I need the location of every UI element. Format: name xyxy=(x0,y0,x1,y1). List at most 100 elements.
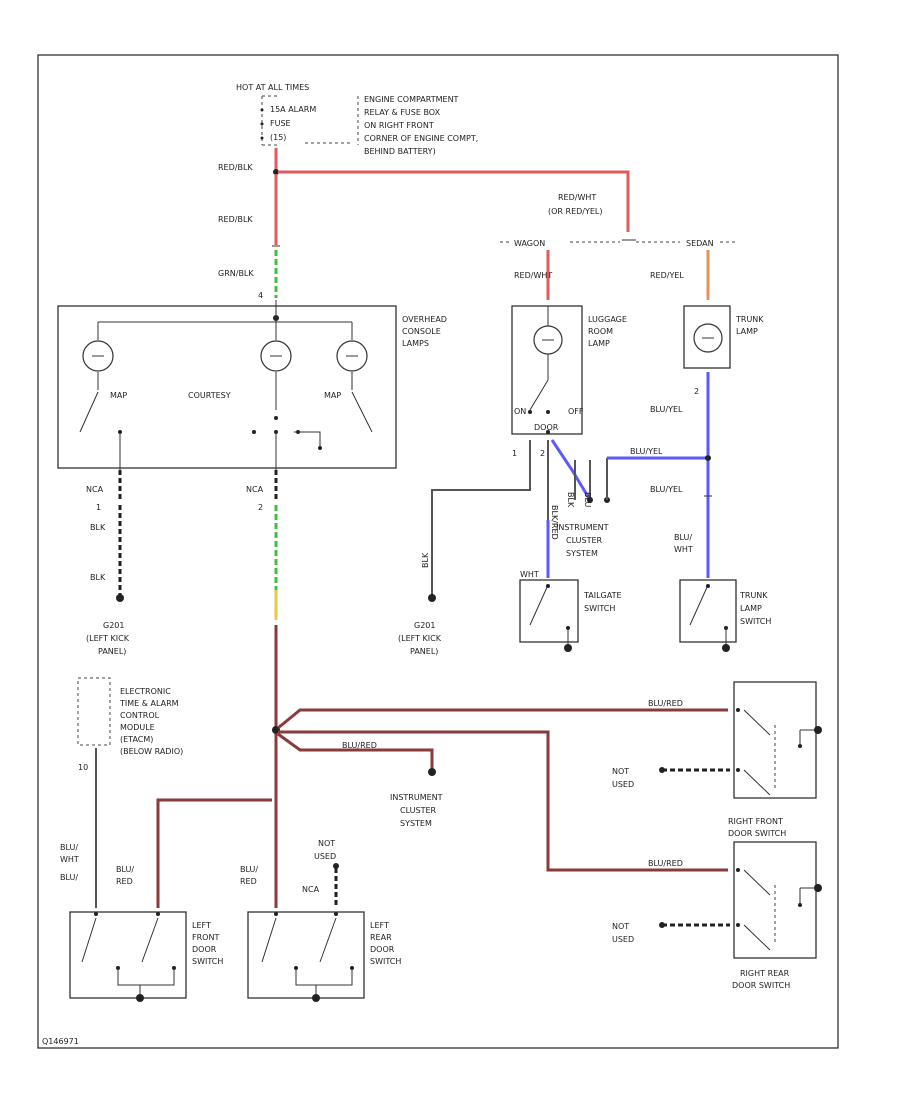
label-lr-door-2: REAR xyxy=(370,933,392,942)
diagram-frame xyxy=(37,54,839,1049)
label-g201-left-3: PANEL) xyxy=(98,647,126,656)
trunk-lamp-switch-box xyxy=(679,579,737,643)
label-overhead-1: OVERHEAD xyxy=(402,315,447,324)
label-g201-mid-2: (LEFT KICK xyxy=(398,634,442,643)
left-front-door-switch-box xyxy=(69,911,187,999)
label-alarm-fuse: 15A ALARM xyxy=(270,105,316,114)
label-map-right: MAP xyxy=(324,391,341,400)
label-trunk-lamp-2: LAMP xyxy=(736,327,758,336)
label-luggage-3: LAMP xyxy=(588,339,610,348)
label-on: ON xyxy=(514,407,526,416)
right-rear-door-switch-box xyxy=(733,841,817,959)
label-trunk-sw-3: SWITCH xyxy=(740,617,771,626)
label-connector-1b: 1 xyxy=(512,449,517,458)
tailgate-switch-box xyxy=(519,579,579,643)
label-rf-door-1: RIGHT FRONT xyxy=(728,817,783,826)
label-bluwht-2: WHT xyxy=(60,855,79,864)
label-luggage-2: ROOM xyxy=(588,327,613,336)
label-connector-2b: 2 xyxy=(540,449,545,458)
label-wire-redblk-2: RED/BLK xyxy=(218,215,253,224)
ground-left-kick xyxy=(116,594,124,602)
label-etacm-1: ELECTRONIC xyxy=(120,687,171,696)
rf-door-ground xyxy=(814,726,822,734)
label-trunk-lamp-1: TRUNK xyxy=(735,315,764,324)
tailgate-switch-contact xyxy=(529,584,549,626)
lr-door-ground xyxy=(312,994,320,1002)
label-map-left: MAP xyxy=(110,391,127,400)
label-inst-cluster-a1: INSTRUMENT xyxy=(556,523,609,532)
label-blk-left-2: BLK xyxy=(90,573,106,582)
label-etacm-3: CONTROL xyxy=(120,711,160,720)
overhead-console-lamps-box xyxy=(57,305,397,469)
label-nca-lr: NCA xyxy=(302,885,320,894)
label-nca-left: NCA xyxy=(86,485,104,494)
label-trunk-sw-1: TRUNK xyxy=(739,591,768,600)
label-not-used-2a: NOT xyxy=(612,922,629,931)
label-lf-door-4: SWITCH xyxy=(192,957,223,966)
label-bluyel-b: BLU/YEL xyxy=(650,405,683,414)
label-inst-cluster-b2: CLUSTER xyxy=(400,806,437,815)
label-courtesy: COURTESY xyxy=(188,391,231,400)
label-luggage-1: LUGGAGE xyxy=(588,315,627,324)
label-fuse-location-5: BEHIND BATTERY) xyxy=(364,147,436,156)
label-inst-cluster-a2: CLUSTER xyxy=(566,536,603,545)
label-fuse-location-1: ENGINE COMPARTMENT xyxy=(364,95,459,104)
label-nca-mid: NCA xyxy=(246,485,264,494)
etacm-box xyxy=(77,677,111,746)
label-fuse-location-3: ON RIGHT FRONT xyxy=(364,121,434,130)
lf-door-ground xyxy=(136,994,144,1002)
label-bluwht-1: BLU/ xyxy=(60,843,78,852)
label-rr-door-1: RIGHT REAR xyxy=(740,969,790,978)
label-blured-lf-2: RED xyxy=(116,877,133,886)
label-blkred-tail: BLK/RED xyxy=(550,505,559,540)
label-door: DOOR xyxy=(534,423,559,432)
label-not-used-3a: NOT xyxy=(318,839,335,848)
label-blk-tail: BLK xyxy=(566,492,575,508)
label-bluyel-cross: BLU/YEL xyxy=(630,447,663,456)
label-connector-2: 2 xyxy=(258,503,263,512)
inst-cluster-b-terminal xyxy=(428,768,436,776)
map-switch-left xyxy=(79,391,99,433)
label-etacm-6: (BELOW RADIO) xyxy=(120,747,183,756)
label-wagon: WAGON xyxy=(514,239,545,248)
label-inst-cluster-b1: INSTRUMENT xyxy=(390,793,443,802)
label-not-used-1b: USED xyxy=(612,780,634,789)
label-redwht-alt: (OR RED/YEL) xyxy=(548,207,603,216)
label-wht-tail: WHT xyxy=(520,570,539,579)
label-blk-left-1: BLK xyxy=(90,523,106,532)
trunk-switch-contact xyxy=(689,584,709,626)
label-connector-10: 10 xyxy=(78,763,88,772)
label-g201-left-2: (LEFT KICK xyxy=(86,634,130,643)
label-inst-cluster-b3: SYSTEM xyxy=(400,819,432,828)
rr-door-ground xyxy=(814,884,822,892)
right-front-door-switch-box xyxy=(733,681,817,799)
label-blured-rr: BLU/RED xyxy=(648,859,683,868)
left-rear-door-switch-box xyxy=(247,911,365,999)
label-bluwht-trunk-1: BLU/ xyxy=(674,533,692,542)
label-blured-inst: BLU/RED xyxy=(342,741,377,750)
label-sedan: SEDAN xyxy=(686,239,714,248)
label-overhead-3: LAMPS xyxy=(402,339,429,348)
wire-blured-rf xyxy=(277,708,728,730)
label-lf-door-1: LEFT xyxy=(192,921,211,930)
label-connector-1: 1 xyxy=(96,503,101,512)
label-fuse-number: (15) xyxy=(270,133,286,142)
label-rf-door-2: DOOR SWITCH xyxy=(728,829,786,838)
label-off: OFF xyxy=(568,407,584,416)
label-redwht-lug: RED/WHT xyxy=(514,271,552,280)
label-connector-4: 4 xyxy=(258,291,263,300)
label-blured-lr-2: RED xyxy=(240,877,257,886)
label-rr-door-2: DOOR SWITCH xyxy=(732,981,790,990)
label-wire-grnblk: GRN/BLK xyxy=(218,269,254,278)
label-redyel: RED/YEL xyxy=(650,271,684,280)
label-lr-door-3: DOOR xyxy=(370,945,395,954)
label-overhead-2: CONSOLE xyxy=(402,327,441,336)
label-wire-redblk-1: RED/BLK xyxy=(218,163,253,172)
label-hot-at-all-times: HOT AT ALL TIMES xyxy=(236,83,309,92)
label-connector-2c: 2 xyxy=(694,387,699,396)
fuse-block: HOT AT ALL TIMES 15A ALARM FUSE (15) ENG… xyxy=(236,83,478,156)
label-lf-door-3: DOOR xyxy=(192,945,217,954)
label-inst-cluster-a3: SYSTEM xyxy=(566,549,598,558)
label-not-used-1a: NOT xyxy=(612,767,629,776)
